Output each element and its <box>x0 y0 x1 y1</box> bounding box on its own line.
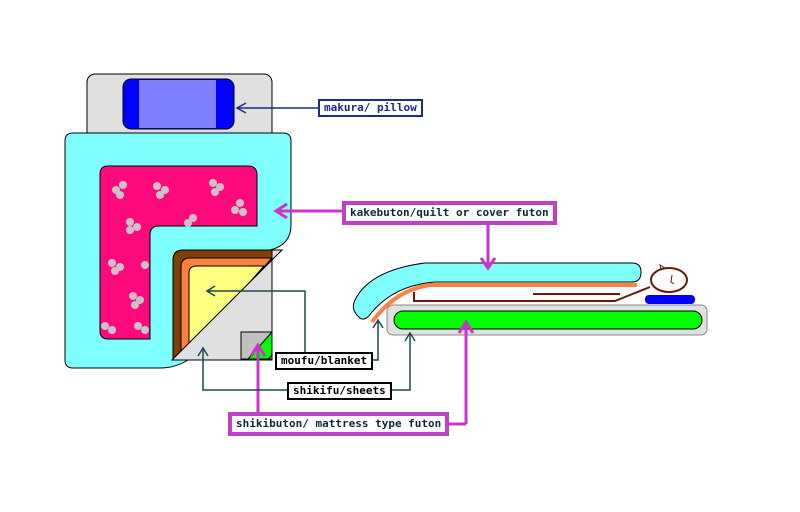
quilt-side-view <box>352 262 642 320</box>
label-moufu: moufu/blanket <box>275 352 374 370</box>
sleeper-head <box>650 267 688 293</box>
pillow <box>122 78 235 130</box>
label-makura: makura/ pillow <box>318 99 423 117</box>
quilt-arrows <box>273 202 497 271</box>
quilt-pattern <box>99 165 258 340</box>
sleeper-hair <box>659 263 667 270</box>
label-kakebuton: kakebuton/quilt or cover futon <box>342 201 557 225</box>
flower-dots <box>101 179 247 334</box>
blanket-side-orange <box>370 283 637 324</box>
pillow-arrow <box>235 102 318 114</box>
pillow-side <box>645 295 695 304</box>
sleeper-face <box>670 274 675 285</box>
shikibuton-arrows <box>249 319 475 424</box>
label-shikifu: shikifu/sheets <box>287 382 392 400</box>
label-shikibuton: shikibuton/ mattress type futon <box>228 412 450 436</box>
sheet-side <box>413 286 651 302</box>
mattress-green-side <box>393 310 703 330</box>
